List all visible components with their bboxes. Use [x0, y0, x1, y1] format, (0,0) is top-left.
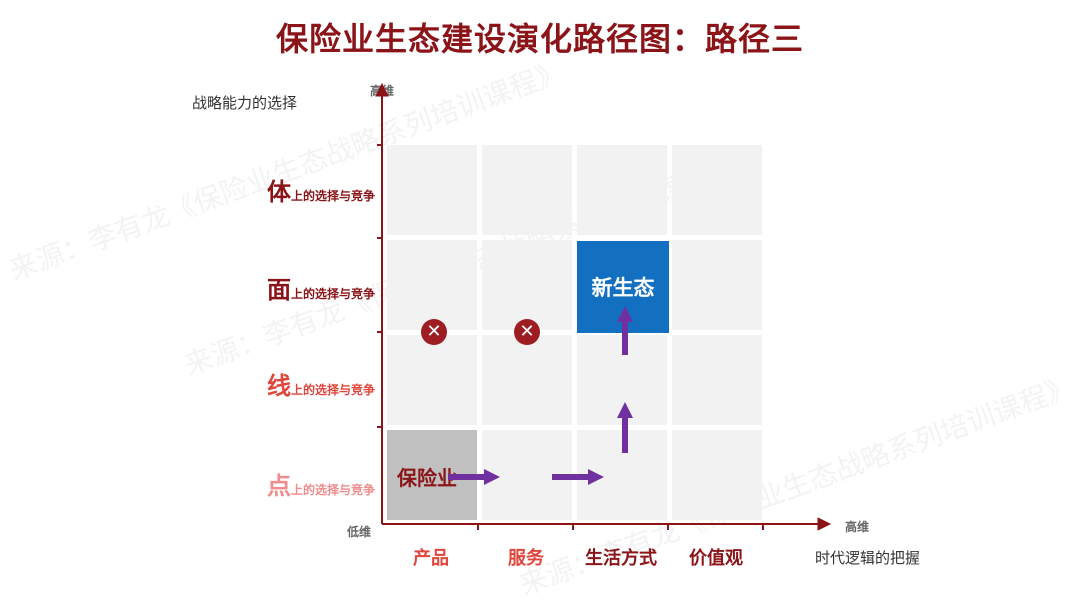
x-axis-arrowhead — [817, 517, 832, 531]
row-label-main: 线 — [266, 372, 291, 400]
grid-cell — [387, 145, 477, 235]
row-label-ti: 体上的选择与竞争 — [230, 172, 375, 207]
grid-cell — [387, 240, 477, 330]
x-mark-icon: ✕ — [514, 319, 540, 345]
grid-cell — [672, 335, 762, 425]
row-label-sub: 上的选择与竞争 — [290, 483, 375, 497]
path-arrows — [448, 306, 633, 485]
grid-cell — [482, 335, 572, 425]
row-label-main: 点 — [266, 472, 291, 500]
row-label-dian: 点上的选择与竞争 — [230, 466, 375, 501]
arrow-up-2 — [617, 306, 633, 355]
row-label-sub: 上的选择与竞争 — [290, 189, 375, 203]
x-axis-title: 时代逻辑的把握 — [815, 549, 921, 567]
grid-cell — [672, 240, 762, 330]
grid-cell — [387, 335, 477, 425]
start-cell-label: 保险业 — [397, 466, 457, 490]
target-cell-label: 新生态 — [591, 276, 655, 300]
arrow-right-1 — [448, 469, 500, 485]
row-label-main: 体 — [266, 178, 291, 206]
row-label-xian: 线上的选择与竞争 — [230, 366, 375, 401]
row-label-mian: 面上的选择与竞争 — [230, 270, 375, 305]
y-axis-arrowhead — [375, 82, 389, 97]
row-label-sub: 上的选择与竞争 — [290, 383, 375, 397]
grid-cell — [482, 145, 572, 235]
grid-cell — [577, 145, 667, 235]
column-label-lifestyle: 生活方式 — [585, 548, 657, 569]
grid-cell — [672, 145, 762, 235]
row-label-sub: 上的选择与竞争 — [290, 287, 375, 301]
arrow-right-2 — [552, 469, 604, 485]
origin-low-label: 低维 — [347, 525, 372, 539]
column-label-service: 服务 — [508, 548, 544, 569]
axes — [375, 82, 832, 531]
grid-cell — [482, 240, 572, 330]
grid-cell — [672, 430, 762, 520]
column-label-values: 价值观 — [689, 548, 743, 569]
column-label-product: 产品 — [413, 548, 449, 569]
x-axis-high-label: 高维 — [845, 520, 870, 534]
page-title: 保险业生态建设演化路径图：路径三 — [275, 20, 804, 58]
y-axis-title: 战略能力的选择 — [192, 94, 298, 112]
row-label-main: 面 — [266, 276, 291, 304]
x-mark-icon: ✕ — [421, 319, 447, 345]
arrow-up-1 — [617, 402, 633, 453]
